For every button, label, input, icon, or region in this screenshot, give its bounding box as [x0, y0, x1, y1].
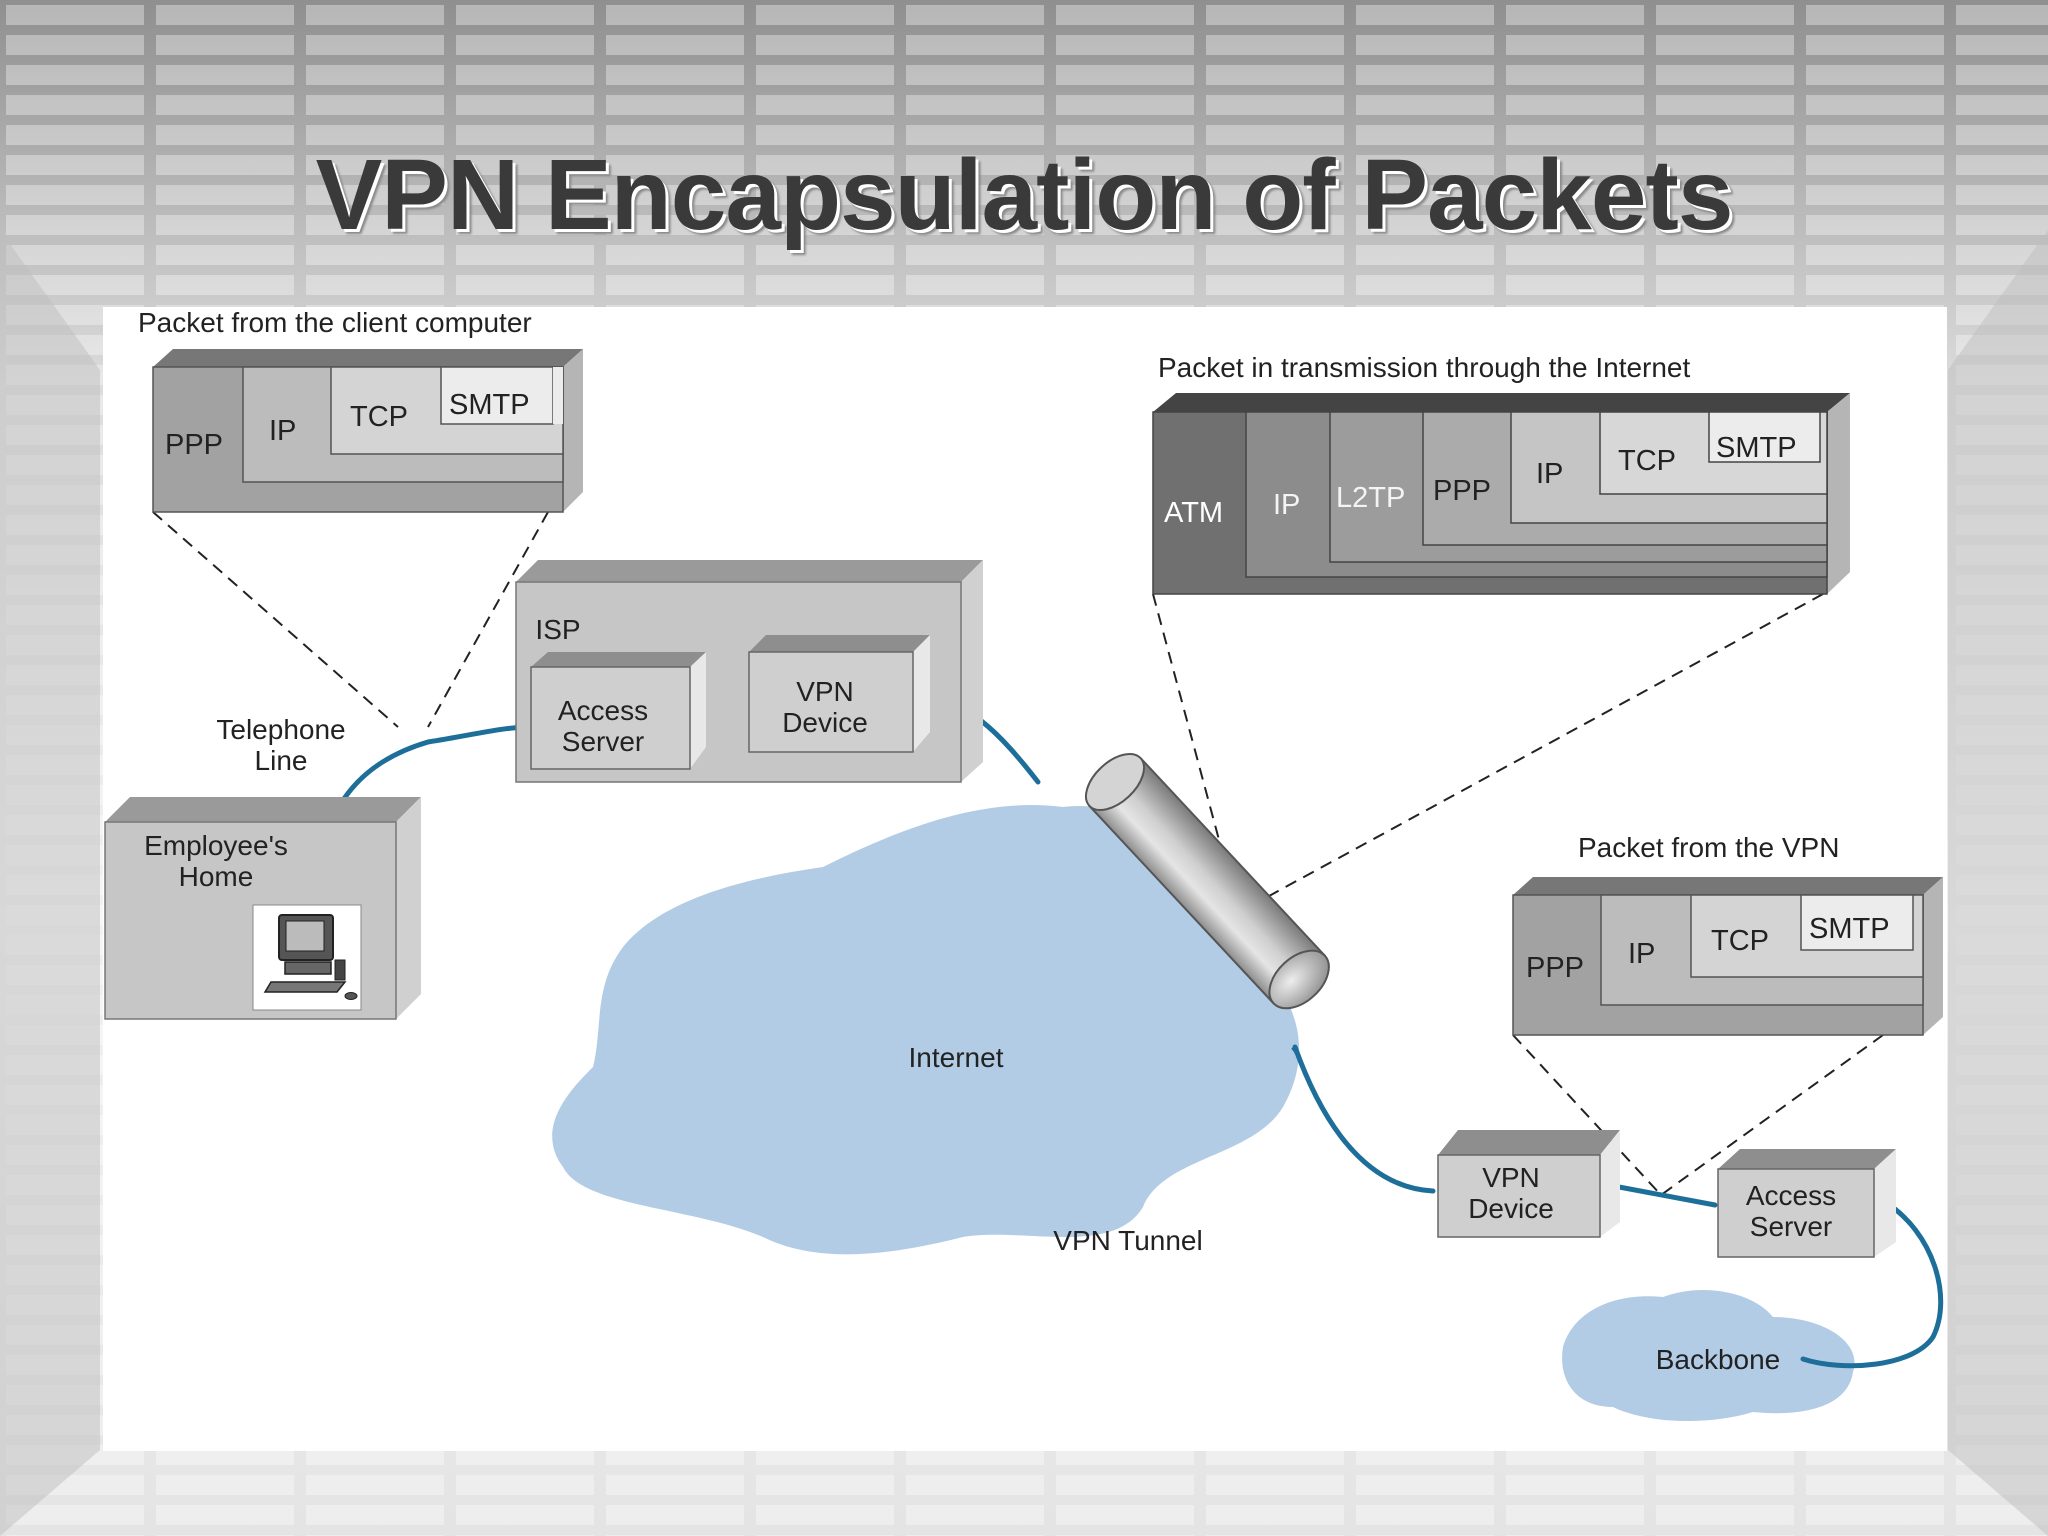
internet-layer-tcp: TCP — [1618, 445, 1676, 477]
vpn-diagram: Packet from the client computer Packet i… — [103, 307, 1947, 1451]
slide-title: VPN Encapsulation of Packets — [315, 139, 1734, 251]
internet-layer-ppp: PPP — [1433, 475, 1491, 507]
computer-icon — [263, 914, 358, 1000]
vpn-layer-ppp: PPP — [1526, 952, 1584, 984]
remote-vpn-device — [1437, 1130, 1620, 1238]
telephone-line-label-2: Line — [255, 745, 308, 776]
isp-label: ISP — [535, 614, 580, 645]
client-layer-ppp: PPP — [165, 429, 223, 461]
internet-layer-atm: ATM — [1164, 497, 1223, 529]
telephone-line-label-1: Telephone — [216, 714, 345, 745]
remote-vpn-device-label-2: Device — [1468, 1193, 1554, 1224]
vpn-layer-smtp: SMTP — [1809, 913, 1890, 945]
internet-label: Internet — [909, 1042, 1004, 1073]
internet-packet — [1152, 393, 1850, 595]
isp-vpn-device-label-2: Device — [782, 707, 868, 738]
employee-home-label-1: Employee's — [144, 830, 288, 861]
client-layer-tcp: TCP — [350, 401, 408, 433]
isp-vpn-device-label-1: VPN — [796, 676, 854, 707]
isp-access-server-label-1: Access — [558, 695, 648, 726]
client-layer-ip: IP — [269, 415, 296, 447]
vpn-packet-caption: Packet from the VPN — [1578, 832, 1839, 863]
internet-layer-l2tp: L2TP — [1336, 482, 1405, 514]
internet-cloud — [552, 805, 1300, 1255]
remote-access-server-label-1: Access — [1746, 1180, 1836, 1211]
isp-access-server — [530, 652, 706, 770]
remote-access-server-label-2: Server — [1750, 1211, 1832, 1242]
client-packet — [152, 349, 583, 513]
client-layer-smtp: SMTP — [449, 389, 530, 421]
remote-access-server — [1717, 1149, 1896, 1258]
client-packet-caption: Packet from the client computer — [138, 307, 532, 338]
backbone-label: Backbone — [1656, 1344, 1781, 1375]
vpn-tunnel-label: VPN Tunnel — [1053, 1225, 1202, 1256]
isp-access-server-label-2: Server — [562, 726, 644, 757]
vpn-layer-ip: IP — [1628, 938, 1655, 970]
vpn-tunnel — [1084, 753, 1330, 1010]
internet-layer-ip-outer: IP — [1273, 489, 1300, 521]
zoom-lines — [152, 511, 1884, 1196]
internet-packet-caption: Packet in transmission through the Inter… — [1158, 352, 1691, 383]
isp-vpn-device — [748, 635, 930, 753]
internet-layer-ip-inner: IP — [1536, 458, 1563, 490]
internet-layer-smtp: SMTP — [1716, 432, 1797, 464]
vpn-layer-tcp: TCP — [1711, 925, 1769, 957]
backbone-cloud — [1562, 1289, 1855, 1422]
employee-home-label-2: Home — [179, 861, 254, 892]
vpn-packet — [1512, 877, 1943, 1036]
remote-vpn-device-label-1: VPN — [1482, 1162, 1540, 1193]
